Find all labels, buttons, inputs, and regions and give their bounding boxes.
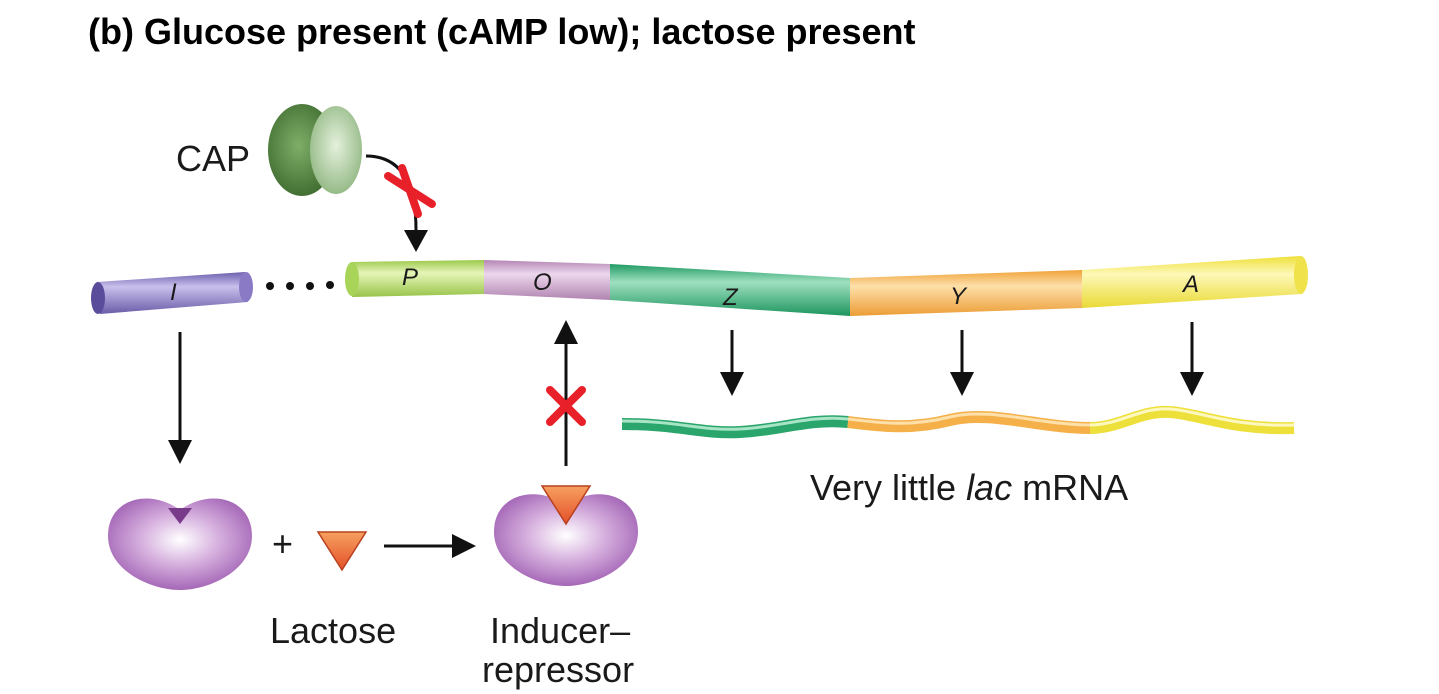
a-arrow-head [1180, 372, 1204, 396]
i-arrow-head [168, 440, 192, 464]
a-gene-label: A [1181, 271, 1199, 298]
repressor-arrow-head [554, 320, 578, 344]
a-gene [1082, 256, 1302, 308]
y-arrow-head [950, 372, 974, 396]
cap-blocked-x-icon [384, 164, 436, 218]
z-arrow-head [720, 372, 744, 396]
i-gene-label: I [170, 279, 177, 306]
p-gene-label: P [402, 264, 418, 291]
cap-arrow-head [404, 230, 428, 252]
a-mrna [1089, 405, 1295, 435]
plus-sign: + [272, 523, 293, 564]
repressor-protein [108, 498, 252, 590]
lac-mrna [621, 405, 1295, 439]
o-region [484, 260, 610, 300]
inducer-label-line2: repressor [482, 649, 634, 690]
lactose-label: Lactose [270, 610, 396, 651]
z-gene [610, 264, 850, 316]
o-gene-label: O [533, 269, 552, 296]
dotted-connector [266, 281, 334, 290]
mrna-label: Very little lac mRNA [810, 467, 1128, 508]
operon-dna [345, 256, 1308, 316]
i-gene [91, 272, 253, 314]
z-gene-label: Z [722, 284, 739, 311]
y-gene-label: Y [950, 283, 968, 310]
diagram-title: (b) Glucose present (cAMP low); lactose … [88, 11, 916, 52]
p-region [352, 260, 484, 297]
repressor-blocked-x-icon [546, 386, 586, 426]
cap-protein [268, 104, 362, 196]
z-mrna [621, 415, 849, 439]
inducer-label-line1: Inducer– [490, 610, 630, 651]
inducer-repressor-complex [494, 485, 638, 586]
cap-label: CAP [176, 138, 250, 179]
y-mrna [847, 410, 1091, 434]
binding-arrow-head [452, 534, 476, 558]
y-gene [850, 270, 1082, 316]
lactose-icon [316, 531, 368, 572]
